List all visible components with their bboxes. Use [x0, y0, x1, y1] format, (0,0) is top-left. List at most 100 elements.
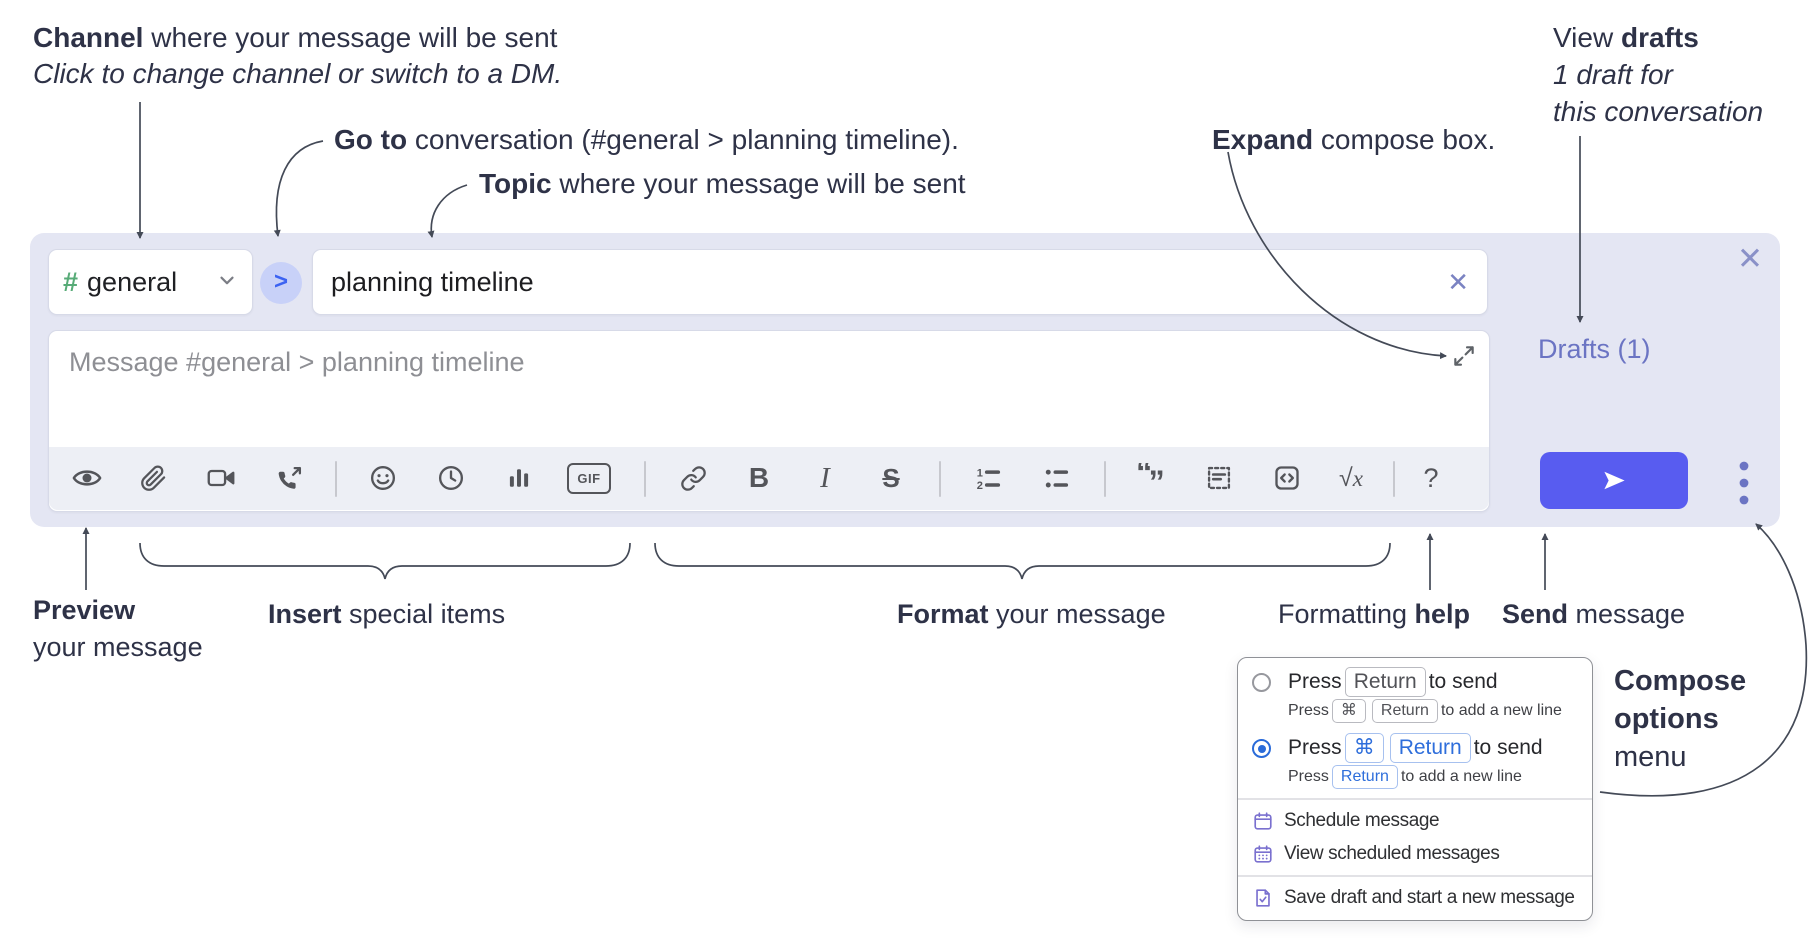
expand-annotation-bold: Expand: [1212, 124, 1314, 155]
paperclip-icon: [140, 464, 165, 491]
preview-label-line2: your message: [33, 632, 203, 662]
toolbar-divider: [644, 461, 646, 497]
topic-input[interactable]: planning timeline ✕: [312, 249, 1488, 315]
gif-button[interactable]: GIF: [567, 456, 611, 500]
insert-label: Insert special items: [268, 599, 506, 629]
close-icon[interactable]: ✕: [1737, 241, 1763, 276]
formatting-help-label: Formatting help: [1278, 599, 1471, 629]
view-drafts-pre: View: [1553, 22, 1621, 53]
blockquote-button[interactable]: “ ”: [1129, 456, 1173, 500]
topic-annotation: Topic where your message will be sent: [479, 166, 966, 202]
insert-brace: [139, 542, 631, 580]
formatting-help-button[interactable]: ?: [1423, 462, 1439, 493]
goto-arrow: [273, 140, 324, 237]
quote-icon: “ ”: [1136, 463, 1165, 493]
clock-icon: [438, 465, 464, 491]
expand-compose-icon[interactable]: [1451, 343, 1477, 374]
video-clip-button[interactable]: [199, 456, 243, 500]
toolbar-divider: [939, 461, 941, 497]
toolbar-divider: [1393, 461, 1395, 497]
topic-annotation-bold: Topic: [479, 168, 552, 199]
svg-text:2: 2: [977, 480, 983, 492]
toolbar-divider: [1104, 461, 1106, 497]
preview-button[interactable]: [65, 456, 109, 500]
code-icon: [1275, 466, 1299, 490]
compose-panel: # general > planning timeline ✕ ✕ Messag…: [30, 233, 1780, 527]
eye-icon: [72, 470, 102, 486]
draft-check-icon: [1251, 887, 1275, 909]
channel-selector[interactable]: # general: [48, 249, 253, 315]
strikethrough-button[interactable]: S: [882, 462, 900, 493]
svg-text:“: “: [1136, 463, 1152, 490]
key-return: Return: [1371, 699, 1438, 723]
formula-button[interactable]: √x: [1329, 456, 1373, 500]
calendar-grid-icon: [1251, 843, 1275, 865]
key-cmd: ⌘: [1344, 733, 1384, 763]
svg-text:1: 1: [977, 467, 983, 479]
bulleted-list-button[interactable]: [1035, 456, 1079, 500]
send-label: Send message: [1502, 599, 1686, 629]
chevron-down-icon: [216, 269, 238, 296]
expand-annotation-rest: compose box.: [1313, 124, 1496, 155]
link-button[interactable]: [671, 456, 715, 500]
link-icon: [680, 465, 706, 491]
numbered-list-icon: 1 2: [977, 467, 1001, 492]
goto-annotation-rest: conversation (#general > planning timeli…: [407, 124, 959, 155]
bar-chart-icon: [509, 469, 529, 487]
channel-name: general: [87, 266, 178, 297]
preview-label-line1: Preview: [33, 595, 136, 625]
goto-conversation-button[interactable]: >: [260, 262, 302, 304]
svg-text:”: ”: [1149, 464, 1165, 493]
recent-button[interactable]: [429, 456, 473, 500]
poll-button[interactable]: [497, 456, 541, 500]
radio-return-to-send[interactable]: [1252, 673, 1271, 692]
menu-item-schedule[interactable]: Schedule message: [1238, 804, 1592, 837]
inline-code-button[interactable]: [1265, 456, 1309, 500]
chevron-right-icon: >: [273, 268, 288, 295]
channel-hash-icon: #: [63, 266, 79, 297]
radio-cmd-return-to-send[interactable]: [1252, 739, 1271, 758]
goto-annotation-bold: Go to: [334, 124, 408, 155]
goto-annotation: Go to conversation (#general > planning …: [334, 122, 959, 158]
send-plane-icon: [1603, 471, 1625, 490]
format-label: Format your message: [897, 599, 1166, 629]
clear-topic-icon[interactable]: ✕: [1447, 266, 1469, 297]
menu-item-save-draft[interactable]: Save draft and start a new message: [1238, 881, 1592, 914]
video-camera-icon: [207, 469, 235, 487]
view-drafts-annotation-line2: 1 draft for: [1553, 59, 1673, 90]
channel-annotation-bold: Channel: [33, 22, 144, 53]
emoji-button[interactable]: [361, 456, 405, 500]
key-cmd: ⌘: [1331, 699, 1366, 723]
code-block-button[interactable]: [1197, 456, 1241, 500]
bold-button[interactable]: B: [748, 462, 770, 493]
ordered-list-button[interactable]: 1 2: [967, 456, 1011, 500]
drafts-link[interactable]: Drafts (1): [1538, 334, 1651, 364]
compose-options-label-line3: menu: [1614, 741, 1687, 773]
view-drafts-annotation-line1: View drafts: [1553, 20, 1699, 56]
channel-annotation-rest: where your message will be sent: [143, 22, 558, 53]
message-input[interactable]: Message #general > planning timeline: [48, 330, 1490, 512]
attach-file-button[interactable]: [131, 456, 175, 500]
channel-annotation-line2: Click to change channel or switch to a D…: [33, 58, 563, 89]
menu-item-view-scheduled[interactable]: View scheduled messages: [1238, 837, 1592, 870]
bulleted-list-icon: [1045, 469, 1069, 488]
topic-arrow: [427, 184, 468, 238]
compose-options-button[interactable]: [1730, 457, 1758, 509]
kebab-icon: [1739, 461, 1749, 505]
send-button[interactable]: [1540, 452, 1688, 509]
topic-value: planning timeline: [331, 266, 534, 297]
emoji-smile-icon: [370, 465, 396, 491]
audio-call-button[interactable]: [267, 456, 311, 500]
compose-options-label-line1: Compose: [1614, 665, 1747, 697]
expand-annotation: Expand compose box.: [1212, 122, 1495, 158]
formatting-toolbar: GIF B I S 1 2: [49, 447, 1489, 510]
italic-button[interactable]: I: [820, 461, 830, 494]
key-return: Return: [1389, 733, 1471, 763]
message-placeholder: Message #general > planning timeline: [69, 347, 525, 377]
snippet-icon: [1207, 466, 1231, 490]
